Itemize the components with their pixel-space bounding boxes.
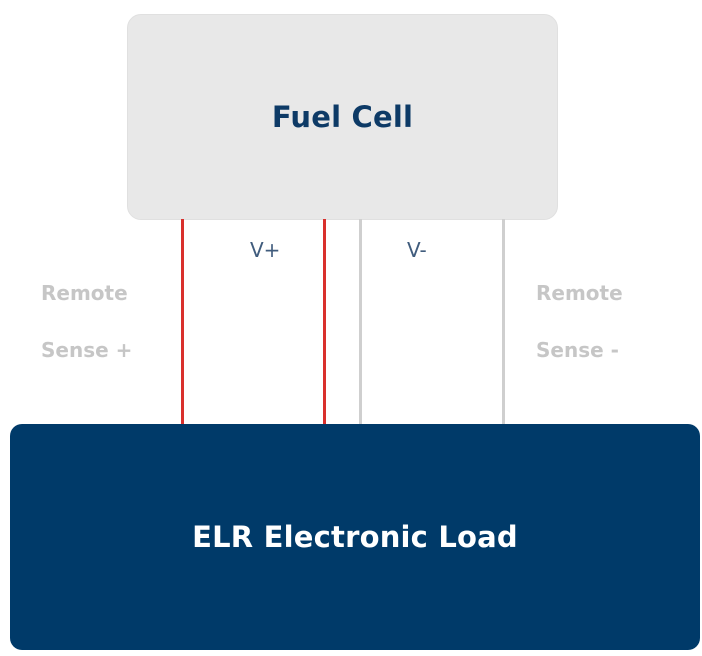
- remote-sense-plus-label-line2: Sense +: [41, 338, 133, 362]
- fuel-cell-block: Fuel Cell: [127, 14, 558, 220]
- remote-sense-plus-wire: [181, 219, 184, 425]
- v-minus-wire: [359, 219, 362, 425]
- v-plus-wire: [323, 219, 326, 425]
- remote-sense-plus-label-line1: Remote: [41, 281, 128, 305]
- electronic-load-label: ELR Electronic Load: [192, 520, 518, 554]
- v-plus-label: V+: [250, 238, 281, 262]
- remote-sense-minus-label-line1: Remote: [536, 281, 623, 305]
- remote-sense-minus-wire: [502, 219, 505, 425]
- fuel-cell-label: Fuel Cell: [271, 100, 414, 134]
- v-minus-label: V-: [407, 238, 427, 262]
- remote-sense-minus-label-line2: Sense -: [536, 338, 619, 362]
- electronic-load-block: ELR Electronic Load: [10, 424, 700, 650]
